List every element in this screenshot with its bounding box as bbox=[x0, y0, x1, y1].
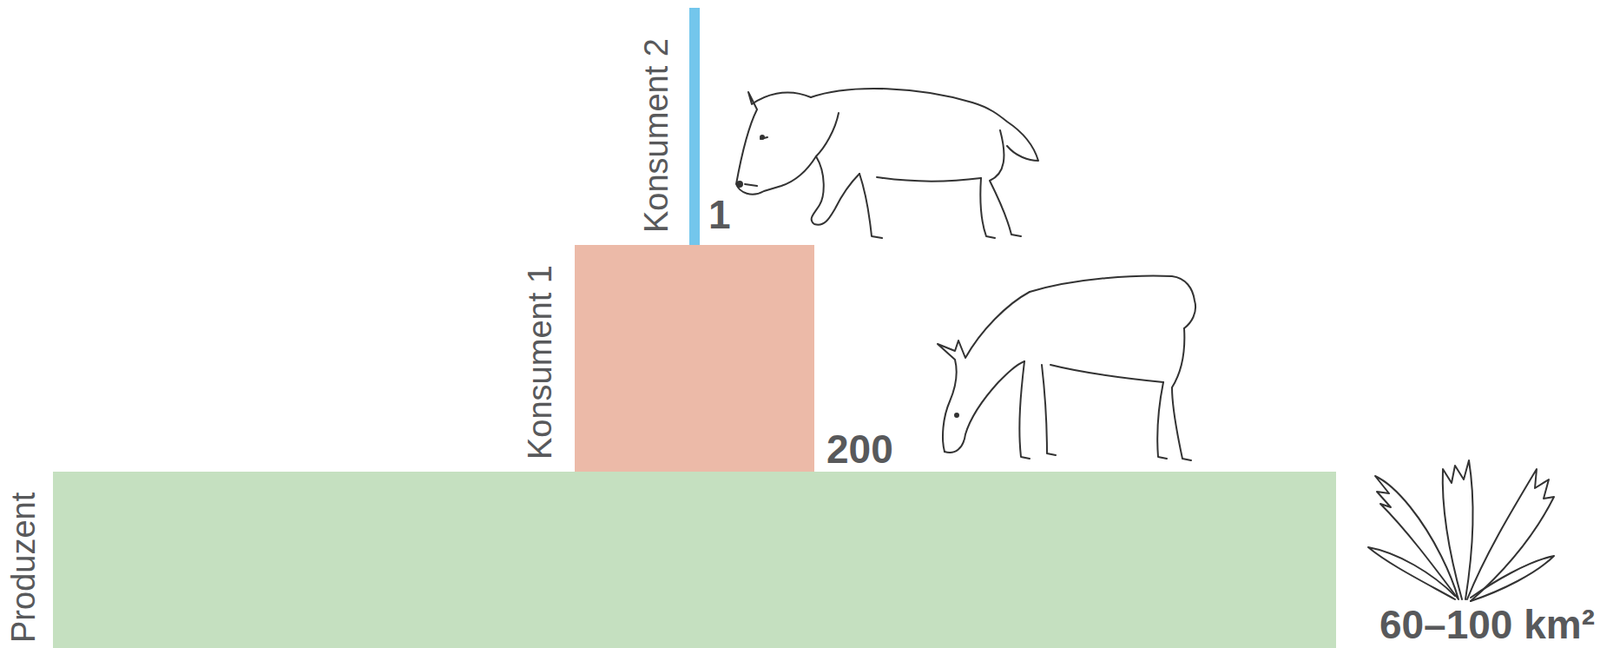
level-label: Konsument 2 bbox=[638, 38, 677, 233]
consumer-1-box: Konsument 1 bbox=[574, 244, 815, 472]
count-label: 60–100 km² bbox=[1379, 604, 1595, 645]
count-label: 200 bbox=[826, 428, 894, 469]
consumer-2-bar: Konsument 2 bbox=[689, 7, 700, 245]
level-label: Konsument 1 bbox=[521, 264, 560, 460]
wolf-drawing bbox=[736, 88, 1039, 238]
count-label: 1 bbox=[708, 194, 731, 235]
deer-drawing bbox=[937, 276, 1196, 461]
level-label: Produzent bbox=[5, 492, 44, 643]
dandelion-drawing bbox=[1368, 460, 1554, 601]
producer-bar: Produzent bbox=[52, 471, 1337, 648]
